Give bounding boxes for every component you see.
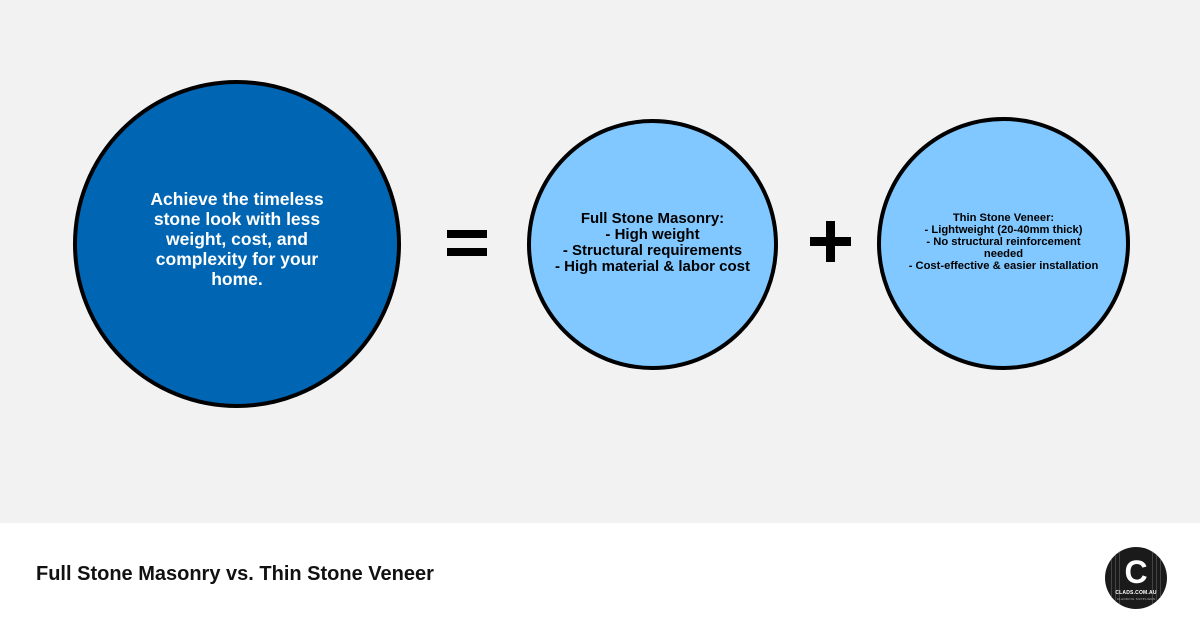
footer-title: Full Stone Masonry vs. Thin Stone Veneer	[36, 563, 434, 585]
thin-veneer-circle: Thin Stone Veneer: - Lightweight (20-40m…	[877, 117, 1130, 370]
comparison-diagram: Achieve the timeless stone look with les…	[73, 80, 1130, 408]
footer: Full Stone Masonry vs. Thin Stone Veneer…	[0, 523, 1200, 630]
main-circle: Achieve the timeless stone look with les…	[73, 80, 401, 408]
main-circle-text: Achieve the timeless stone look with les…	[150, 189, 324, 289]
clads-logo: C CLADS.COM.AU CLADDING SUPPLIERS	[1105, 547, 1167, 609]
full-masonry-circle: Full Stone Masonry: - High weight - Stru…	[527, 119, 778, 370]
full-masonry-text: Full Stone Masonry: - High weight - Stru…	[554, 209, 751, 275]
logo-domain: CLADS.COM.AU	[1115, 590, 1157, 596]
thin-veneer-text: Thin Stone Veneer: - Lightweight (20-40m…	[908, 211, 1099, 272]
plus-icon	[810, 221, 851, 262]
equals-icon	[447, 226, 487, 260]
logo-tagline: CLADDING SUPPLIERS	[1116, 597, 1156, 601]
logo-letter: C	[1124, 554, 1148, 590]
